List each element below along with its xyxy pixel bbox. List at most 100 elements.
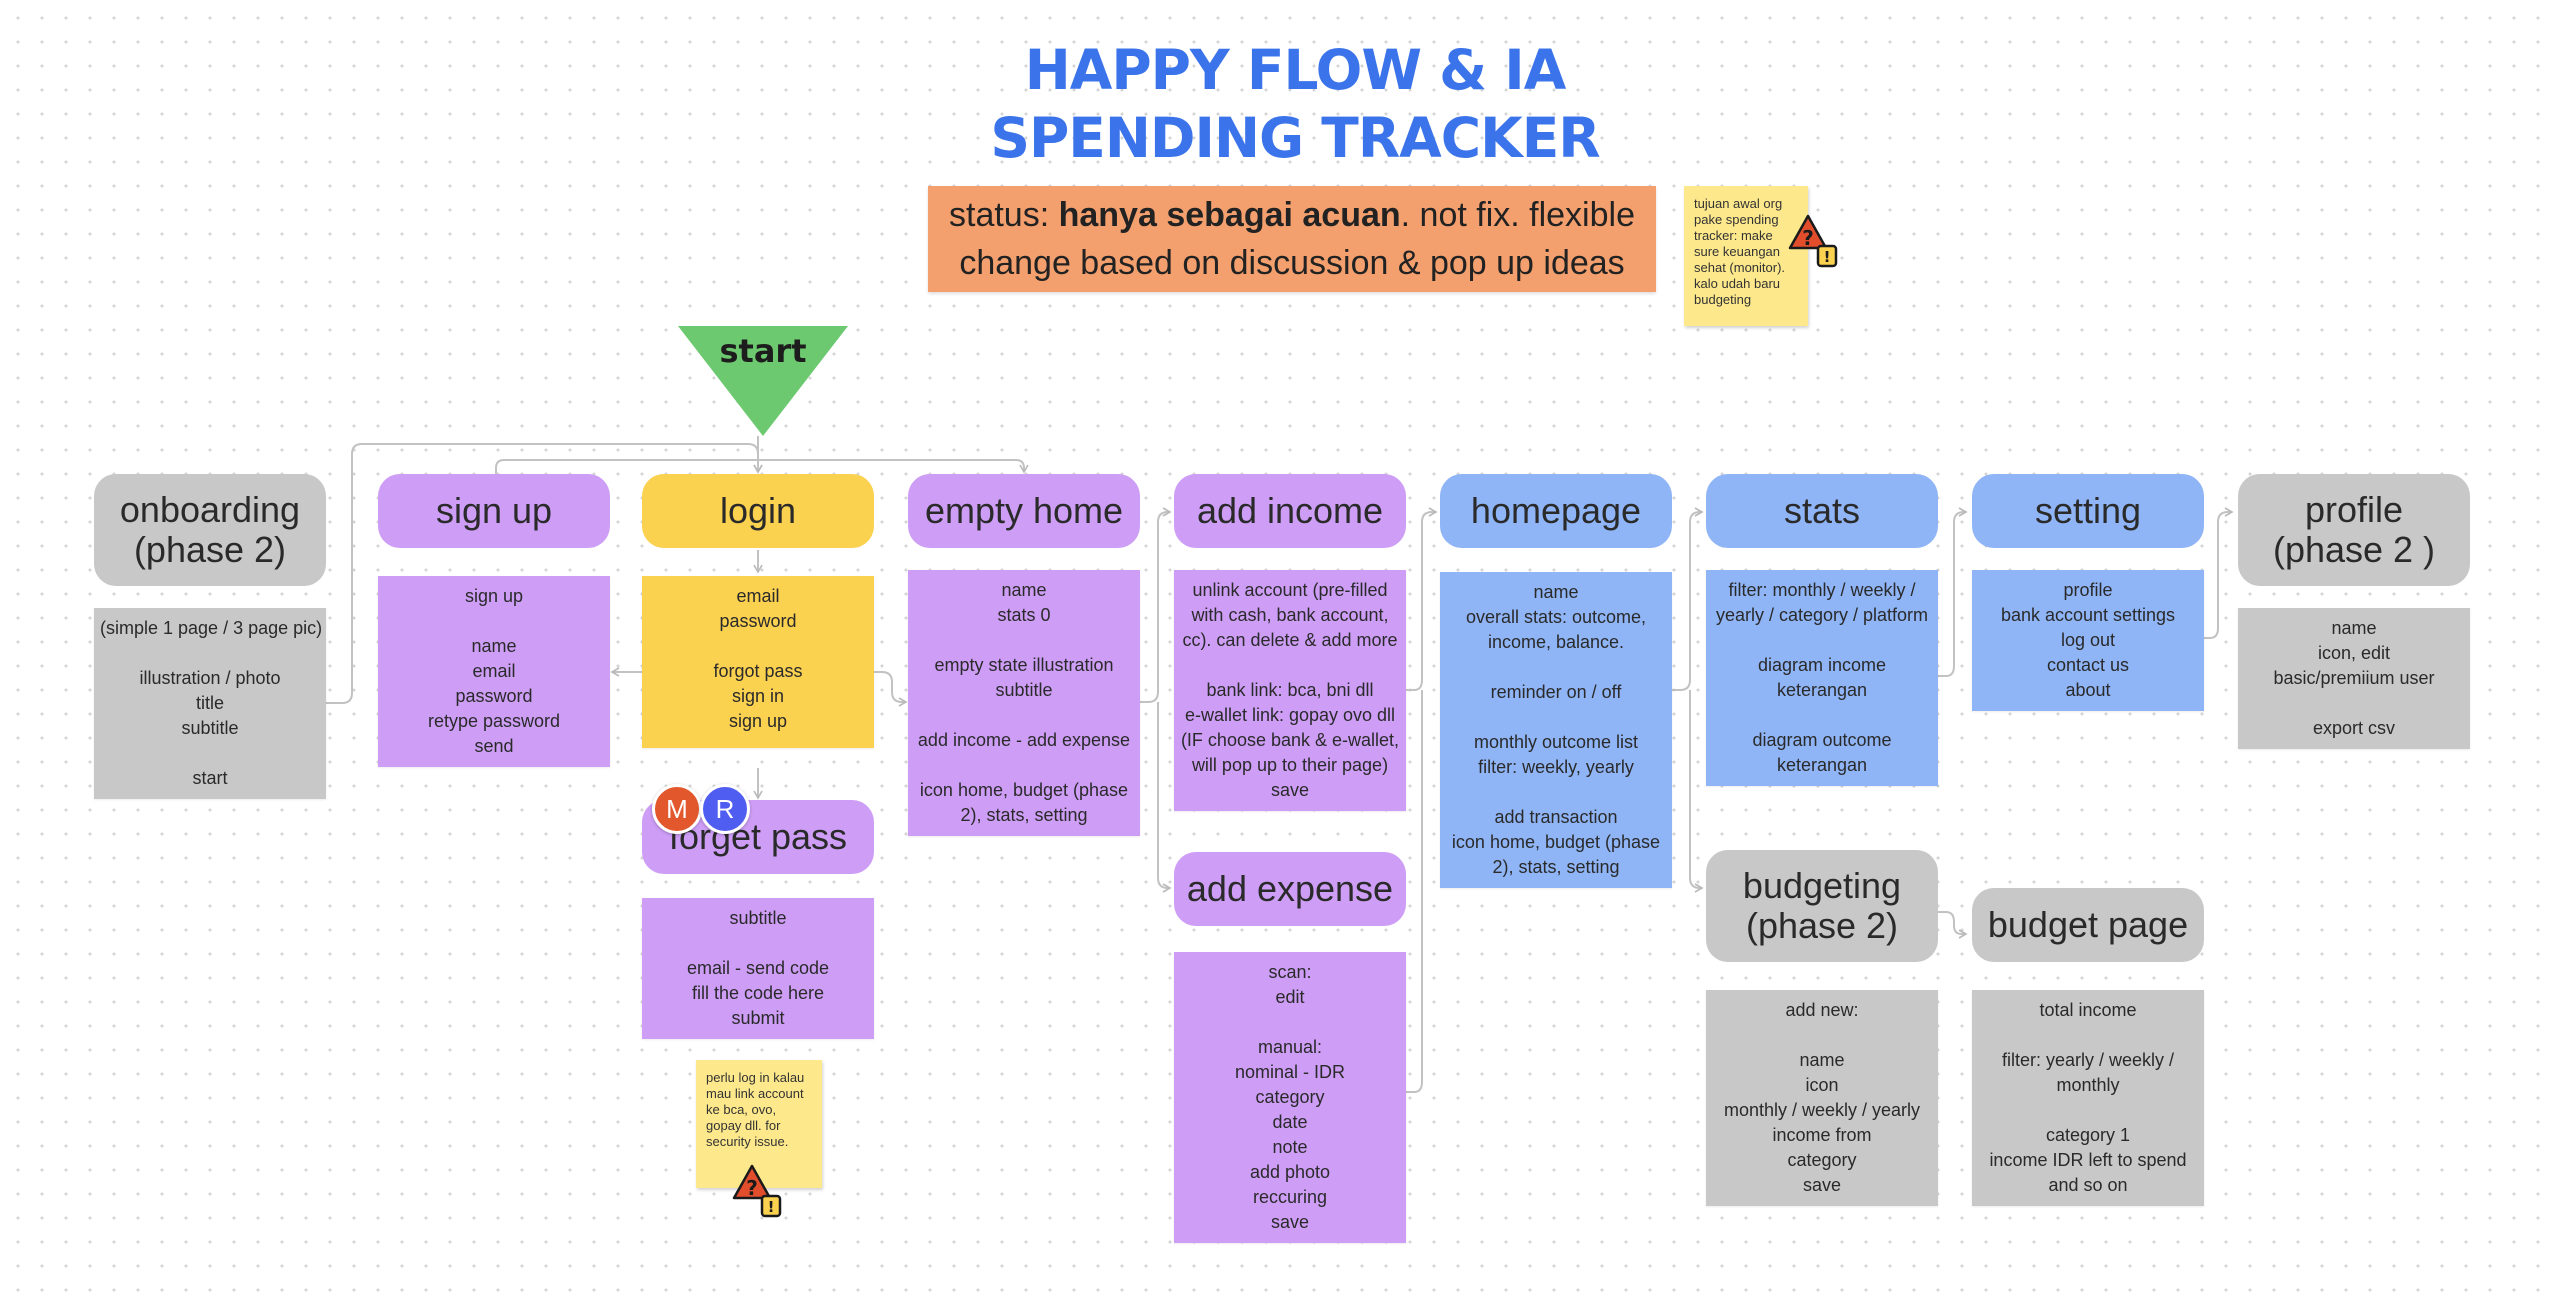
setting-item: contact us xyxy=(2046,655,2130,675)
add-income-head: add income xyxy=(1174,474,1406,548)
addexpense-item: save xyxy=(1270,1212,1310,1232)
onboarding-item: subtitle xyxy=(181,718,239,738)
emptyhome-item: stats 0 xyxy=(997,605,1051,625)
profile-item: export csv xyxy=(2312,718,2396,738)
homepage-item: icon home, budget (phase xyxy=(1451,832,1661,852)
addincome-item: unlink account (pre-filled xyxy=(1192,580,1388,600)
stats-item: keterangan xyxy=(1776,755,1868,775)
emptyhome-title-line: empty home xyxy=(924,490,1124,531)
add-expense-title: add expense xyxy=(1187,869,1393,909)
homepage-head: homepage xyxy=(1440,474,1672,548)
emptyhome-item xyxy=(914,753,1134,778)
status-suffix: . not fix. flexible xyxy=(1400,196,1635,234)
homepage-item: add transaction xyxy=(1494,807,1618,827)
addincome-item: e-wallet link: gopay ovo dll xyxy=(1184,705,1396,725)
emptyhome-item: name xyxy=(1001,580,1047,600)
budgeting-item: category xyxy=(1787,1150,1857,1170)
stats-title: stats xyxy=(1784,491,1860,531)
status-banner: status: hanya sebagai acuan. not fix. fl… xyxy=(928,186,1656,292)
login-item: password xyxy=(719,611,797,631)
svg-text:!: ! xyxy=(768,1198,775,1216)
addincome-item: bank link: bca, bni dll xyxy=(1206,680,1374,700)
addexpense-item: edit xyxy=(1275,987,1305,1007)
budgetpage-title-line: budget page xyxy=(1987,904,2189,945)
signup-item: name xyxy=(471,636,517,656)
signup-item xyxy=(384,609,604,634)
forgot-item: submit xyxy=(731,1008,785,1028)
onboarding-item xyxy=(100,741,320,766)
profile-title: profile(phase 2 ) xyxy=(2273,490,2435,570)
budgeting-item xyxy=(1712,1023,1932,1048)
sticky-note-top: tujuan awal org pake spending tracker: m… xyxy=(1684,186,1808,326)
budgetpage-item: monthly xyxy=(2056,1075,2120,1095)
profile-item: icon, edit xyxy=(2317,643,2391,663)
login-head: login xyxy=(642,474,874,548)
onboarding-item: (simple 1 page / 3 page pic) xyxy=(100,618,323,638)
setting-item: log out xyxy=(2060,630,2116,650)
budgetpage-item: category 1 xyxy=(2045,1125,2131,1145)
budgeting-title-line: (phase 2) xyxy=(1745,905,1899,946)
setting-item: bank account settings xyxy=(2000,605,2176,625)
budgeting-title: budgeting(phase 2) xyxy=(1743,866,1901,946)
forgot-item: fill the code here xyxy=(691,983,825,1003)
avatar-r[interactable]: R xyxy=(700,784,750,834)
warning-icon: ? ! xyxy=(732,1164,782,1218)
login-item: sign in xyxy=(731,686,785,706)
profile-item: basic/premiium user xyxy=(2273,668,2435,688)
setting-title: setting xyxy=(2035,491,2141,531)
addexpense-item: category xyxy=(1255,1087,1325,1107)
budgeting-item: monthly / weekly / yearly xyxy=(1723,1100,1921,1120)
homepage-item xyxy=(1446,780,1666,805)
onboarding-title-line: onboarding xyxy=(119,489,301,530)
avatar-m[interactable]: M xyxy=(652,784,702,834)
homepage-title: homepage xyxy=(1471,491,1641,531)
addexpense-item: add photo xyxy=(1249,1162,1331,1182)
onboarding-item: illustration / photo xyxy=(139,668,281,688)
stats-item: diagram income xyxy=(1757,655,1887,675)
stats-head: stats xyxy=(1706,474,1938,548)
addexpense-item xyxy=(1180,1010,1400,1035)
addexpense-item: date xyxy=(1272,1112,1308,1132)
setting-item: profile xyxy=(2063,580,2113,600)
stats-body: filter: monthly / weekly /yearly / categ… xyxy=(1706,570,1938,786)
addincome-item: with cash, bank account, xyxy=(1191,605,1389,625)
signup-title-line: sign up xyxy=(435,490,553,531)
start-shape xyxy=(678,326,848,436)
stats-title-line: stats xyxy=(1783,490,1861,531)
budgeting-title-line: budgeting xyxy=(1742,865,1902,906)
forgot-pass-title: forget pass xyxy=(669,817,847,857)
login-item: forgot pass xyxy=(713,661,803,681)
homepage-title-line: homepage xyxy=(1470,490,1642,531)
budget-page-head: budget page xyxy=(1972,888,2204,962)
budgeting-head: budgeting(phase 2) xyxy=(1706,850,1938,962)
emptyhome-item xyxy=(914,703,1134,728)
login-title: login xyxy=(720,491,796,531)
stats-item: filter: monthly / weekly / xyxy=(1728,580,1916,600)
budget-page-title: budget page xyxy=(1988,905,2188,945)
budgetpage-item xyxy=(1978,1023,2198,1048)
homepage-item xyxy=(1446,705,1666,730)
forgot-item: email - send code xyxy=(686,958,830,978)
onboarding-item: title xyxy=(195,693,224,713)
stats-item: keterangan xyxy=(1776,680,1868,700)
addexpense-item: note xyxy=(1272,1137,1308,1157)
signup-item: send xyxy=(474,736,514,756)
empty-home-head: empty home xyxy=(908,474,1140,548)
status-line-1: status: hanya sebagai acuan. not fix. fl… xyxy=(928,191,1656,239)
setting-head: setting xyxy=(1972,474,2204,548)
login-item: sign up xyxy=(728,711,788,731)
budgetpage-item: total income xyxy=(2039,1000,2137,1020)
setting-item: about xyxy=(2065,680,2111,700)
profile-title-line: (phase 2 ) xyxy=(2272,529,2436,570)
stats-item xyxy=(1712,628,1932,653)
add-income-title: add income xyxy=(1197,491,1383,531)
diagram-title: HAPPY FLOW & IA SPENDING TRACKER xyxy=(877,36,1713,172)
sticky-note-bottom: perlu log in kalau mau link account ke b… xyxy=(696,1060,822,1188)
svg-text:!: ! xyxy=(1824,248,1831,266)
budgetpage-item: and so on xyxy=(2048,1175,2128,1195)
signup-item: sign up xyxy=(464,586,524,606)
title-line-1: HAPPY FLOW & IA xyxy=(1024,38,1567,102)
login-title-line: login xyxy=(719,490,797,531)
